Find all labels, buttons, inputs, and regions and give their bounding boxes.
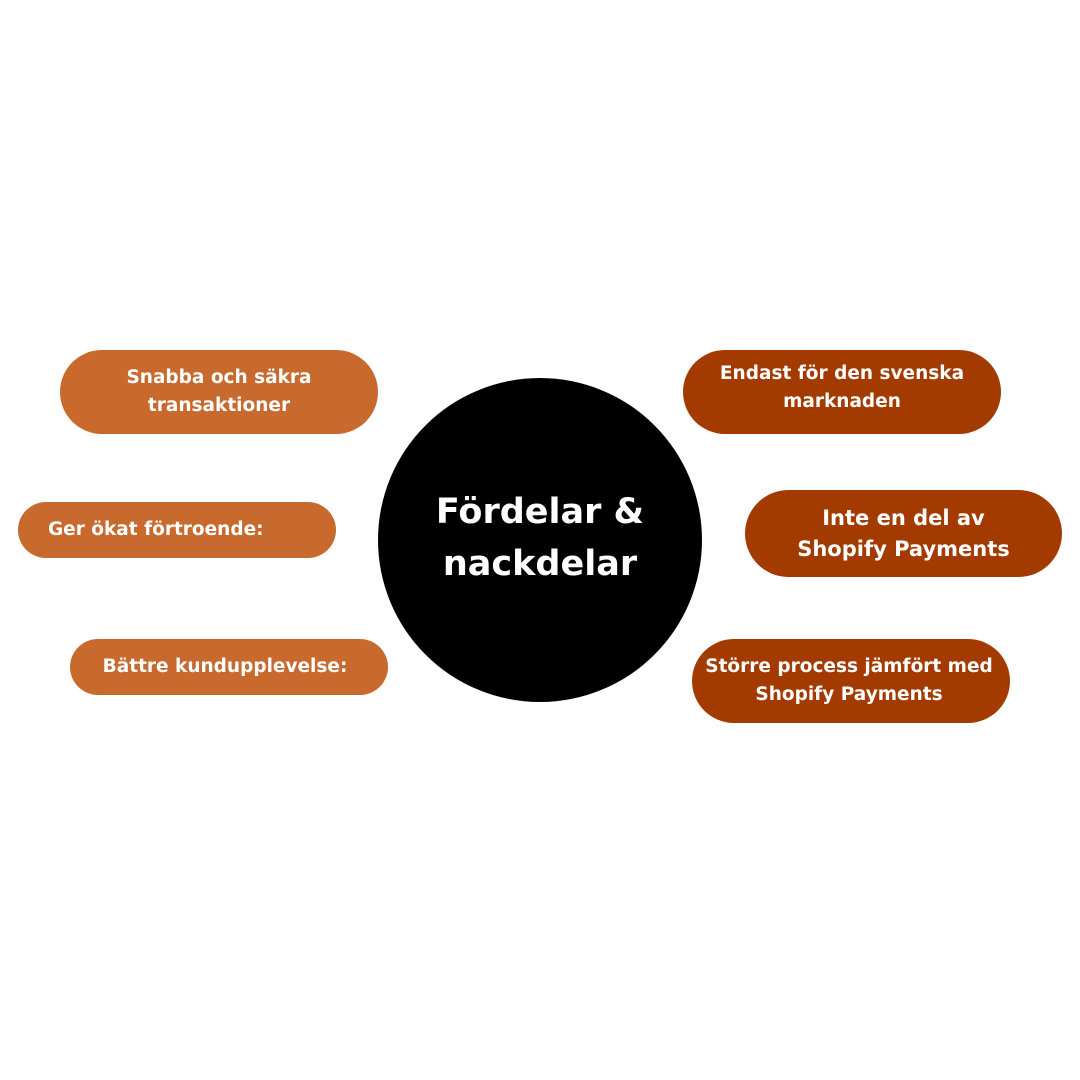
disadvantage-pill-not-shopify-payments: Inte en del av Shopify Payments	[745, 490, 1062, 577]
advantage-pill-customer-experience: Bättre kundupplevelse:	[70, 639, 388, 695]
advantage-label: Ger ökat förtroende:	[48, 519, 264, 540]
center-title: Fördelar & nackdelar	[435, 492, 645, 584]
disadvantage-label: Större process jämfört med Shopify Payme…	[705, 656, 993, 705]
advantage-label: Bättre kundupplevelse:	[102, 656, 348, 677]
advantage-pill-trust: Ger ökat förtroende:	[18, 502, 336, 558]
disadvantage-label: Inte en del av Shopify Payments	[797, 505, 1010, 561]
center-circle: Fördelar & nackdelar	[378, 378, 702, 702]
advantage-pill-fast-secure: Snabba och säkra transaktioner	[60, 350, 378, 434]
disadvantage-pill-larger-process: Större process jämfört med Shopify Payme…	[692, 639, 1010, 723]
disadvantage-label: Endast för den svenska marknaden	[719, 363, 965, 412]
advantage-label: Snabba och säkra transaktioner	[126, 367, 312, 416]
disadvantage-pill-swedish-market: Endast för den svenska marknaden	[683, 350, 1001, 434]
